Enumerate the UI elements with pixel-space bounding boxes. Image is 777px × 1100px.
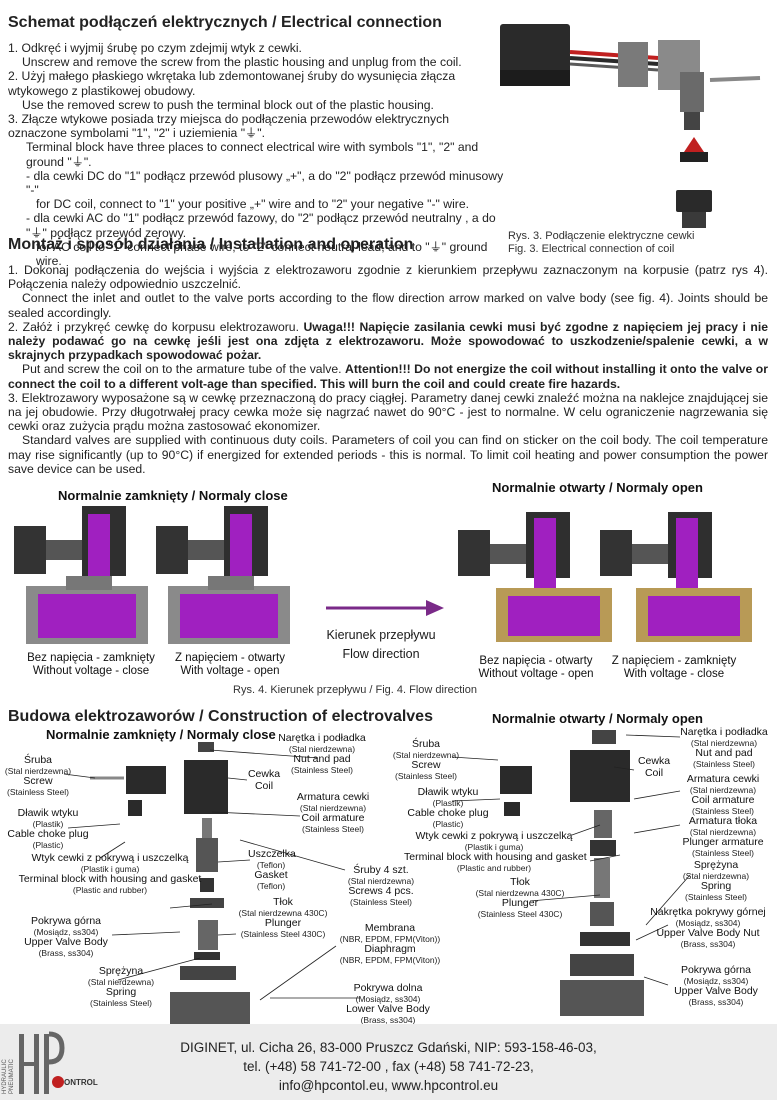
- nc-label-diaphragm: Membrana(NBR, EPDM, FPM(Viton))Diaphragm…: [339, 922, 441, 965]
- no-label-upper-body-nut: Nakrętka pokrywy górnej(Mosiądz, ss304)U…: [650, 906, 766, 949]
- nc-label-lower-body: Pokrywa dolna(Mosiądz, ss304)Lower Valve…: [346, 982, 430, 1025]
- section-construction-title: Budowa elektrozaworów / Construction of …: [8, 708, 433, 725]
- svg-text:HYDRAULIC: HYDRAULIC: [2, 1059, 8, 1094]
- dc-en: for DC coil, connect to "1" your positiv…: [36, 197, 469, 212]
- electrical-instructions: 1. Odkręć i wyjmij śrubę po czym zdejmij…: [8, 41, 508, 268]
- nc-label-plunger: Tłok(Stal nierdzewna 430C)Plunger(Stainl…: [238, 896, 328, 939]
- install-p2: Connect the inlet and outlet to the valv…: [8, 291, 768, 320]
- svg-text:PNEUMATIC: PNEUMATIC: [9, 1058, 15, 1094]
- install-p6: Standard valves are supplied with contin…: [8, 433, 768, 476]
- install-p5: 3. Elektrozawory wyposażone są w cewkę p…: [8, 390, 768, 434]
- no-label-nut-pad: Narętka i podładka(Stal nierdzewna)Nut a…: [680, 726, 768, 769]
- nc-label-coil-armature: Armatura cewki(Stal nierdzewna)Coil arma…: [296, 791, 370, 834]
- no-label-plunger: Tłok(Stal nierdzewna 430C)Plunger(Stainl…: [475, 876, 565, 919]
- step-1-en: Unscrew and remove the screw from the pl…: [22, 55, 462, 70]
- nc-label-terminal-block: Wtyk cewki z pokrywą i uszczelką(Plastik…: [18, 852, 202, 895]
- ac-pl: - dla cewki AC do "1" podłącz przewód fa…: [26, 211, 496, 240]
- flow-direction-arrow: [326, 600, 444, 616]
- fig4-nc-title: Normalnie zamknięty / Normaly close: [58, 488, 288, 503]
- no-label-terminal-block: Wtyk cewki z pokrywą i uszczelką(Plastik…: [404, 830, 587, 873]
- footer-address: DIGINET, ul. Cicha 26, 83-000 Pruszcz Gd…: [180, 1040, 597, 1055]
- installation-instructions: 1. Dokonaj podłączenia do wejścia i wyjś…: [8, 263, 768, 476]
- no-label-spring: Sprężyna(Stal nierdzewna)Spring(Stainles…: [682, 859, 750, 902]
- install-p4-warning: Attention!!! Do not energize the coil wi…: [8, 362, 768, 391]
- install-p1: 1. Dokonaj podłączenia do wejścia i wyjś…: [8, 263, 768, 292]
- install-p4-text: Put and screw the coil on to the armatur…: [22, 362, 346, 377]
- nc-exploded-view: [90, 742, 250, 1026]
- valve-no-closed: [600, 512, 752, 642]
- valve-nc-open: [156, 506, 290, 644]
- no-label-plunger-armature: Armatura tłoka(Stal nierdzewna)Plunger a…: [682, 815, 764, 858]
- fig3-caption: Rys. 3. Podłączenie elektryczne cewki Fi…: [508, 230, 694, 256]
- no-label-coil-armature: Armatura cewki(Stal nierdzewna)Coil arma…: [686, 773, 760, 816]
- footer: HYDRAULIC PNEUMATIC ONTROL DIGINET, ul. …: [0, 1024, 777, 1100]
- install-p3-text: 2. Załóż i przykręć cewkę do korpusu ele…: [8, 319, 304, 334]
- step-2-en: Use the removed screw to push the termin…: [22, 97, 434, 112]
- no-label-upper-body: Pokrywa górna(Mosiądz, ss304)Upper Valve…: [674, 964, 758, 1007]
- step-1-pl: 1. Odkręć i wyjmij śrubę po czym zdejmij…: [8, 41, 302, 55]
- nc-label-spring: Sprężyna(Stal nierdzewna)Spring(Stainles…: [87, 965, 155, 1008]
- ac-en: for AC coil to "1" connect phase wire, t…: [36, 239, 488, 269]
- dc-pl: - dla cewki DC do "1" podłącz przewód pl…: [26, 168, 504, 198]
- flow-direction-label: Kierunek przepływu Flow direction: [326, 626, 436, 664]
- hpc-logo-mark: HYDRAULIC PNEUMATIC: [2, 1031, 65, 1094]
- nc-leader-lines: [63, 749, 360, 1001]
- flow-label-en: Flow direction: [342, 647, 420, 661]
- no-leader-lines: [451, 734, 691, 986]
- install-p3: 2. Załóż i przykręć cewkę do korpusu ele…: [8, 320, 768, 363]
- valve-nc-closed: [14, 506, 148, 644]
- nc-label-gasket: Uszczelka(Teflon)Gasket(Teflon): [248, 848, 296, 891]
- footer-phone: tel. (+48) 58 741-72-00 , fax (+48) 58 7…: [243, 1059, 534, 1074]
- fig3-caption-pl: Rys. 3. Podłączenie elektryczne cewki: [508, 230, 695, 242]
- fig4-no-title: Normalnie otwarty / Normaly open: [492, 480, 703, 495]
- footer-web: info@hpcontol.eu, www.hpcontrol.eu: [278, 1078, 499, 1093]
- section-installation-title: Montaż i sposób działania / Installation…: [8, 236, 414, 253]
- fig4-caption: Rys. 4. Kierunek przepływu / Fig. 4. Flo…: [233, 684, 477, 696]
- construction-nc-title: Normalnie zamknięty / Normaly close: [46, 727, 276, 742]
- install-p4: Put and screw the coil on to the armatur…: [8, 362, 768, 390]
- step-3-pl: 3. Złącze wtykowe posiada trzy miejsca d…: [8, 112, 449, 141]
- fig3-caption-en: Fig. 3. Electrical connection of coil: [508, 243, 675, 255]
- step-3-en: Terminal block have three places to conn…: [26, 140, 479, 169]
- no-exploded-view: [500, 730, 644, 1016]
- fig3-coil-connection-image: [500, 24, 761, 228]
- nc-label-cable-choke: Dławik wtyku(Plastik)Cable choke plug(Pl…: [7, 807, 89, 850]
- logo-text: ONTROL: [64, 1078, 98, 1087]
- nc-label-upper-body: Pokrywa górna(Mosiądz, ss304)Upper Valve…: [24, 915, 108, 958]
- nc-label-screws: Śruby 4 szt.(Stal nierdzewna)Screws 4 pc…: [347, 864, 415, 907]
- section-electrical-title: Schemat podłączeń elektrycznych / Electr…: [8, 14, 442, 31]
- nc-label-nut-pad: Narętka i podładka(Stal nierdzewna)Nut a…: [278, 732, 366, 775]
- nc-label-screw: Śruba(Stal nierdzewna)Screw(Stainless St…: [4, 754, 72, 797]
- no-label-cable-choke: Dławik wtyku(Plastik)Cable choke plug(Pl…: [407, 786, 489, 829]
- company-logo: HYDRAULIC PNEUMATIC ONTROL: [0, 1024, 98, 1100]
- install-p3-warning: Uwaga!!! Napięcie zasilania cewki musi b…: [8, 319, 768, 363]
- construction-no-title: Normalnie otwarty / Normaly open: [492, 711, 703, 726]
- no-label-screw: Śruba(Stal nierdzewna)Screw(Stainless St…: [392, 738, 460, 781]
- valve-no-open: [458, 512, 612, 642]
- fig4-valves-image: [14, 506, 752, 644]
- step-2-pl: 2. Użyj małego płaskiego wkrętaka lub zd…: [8, 69, 456, 98]
- flow-label-pl: Kierunek przepływu: [326, 628, 436, 642]
